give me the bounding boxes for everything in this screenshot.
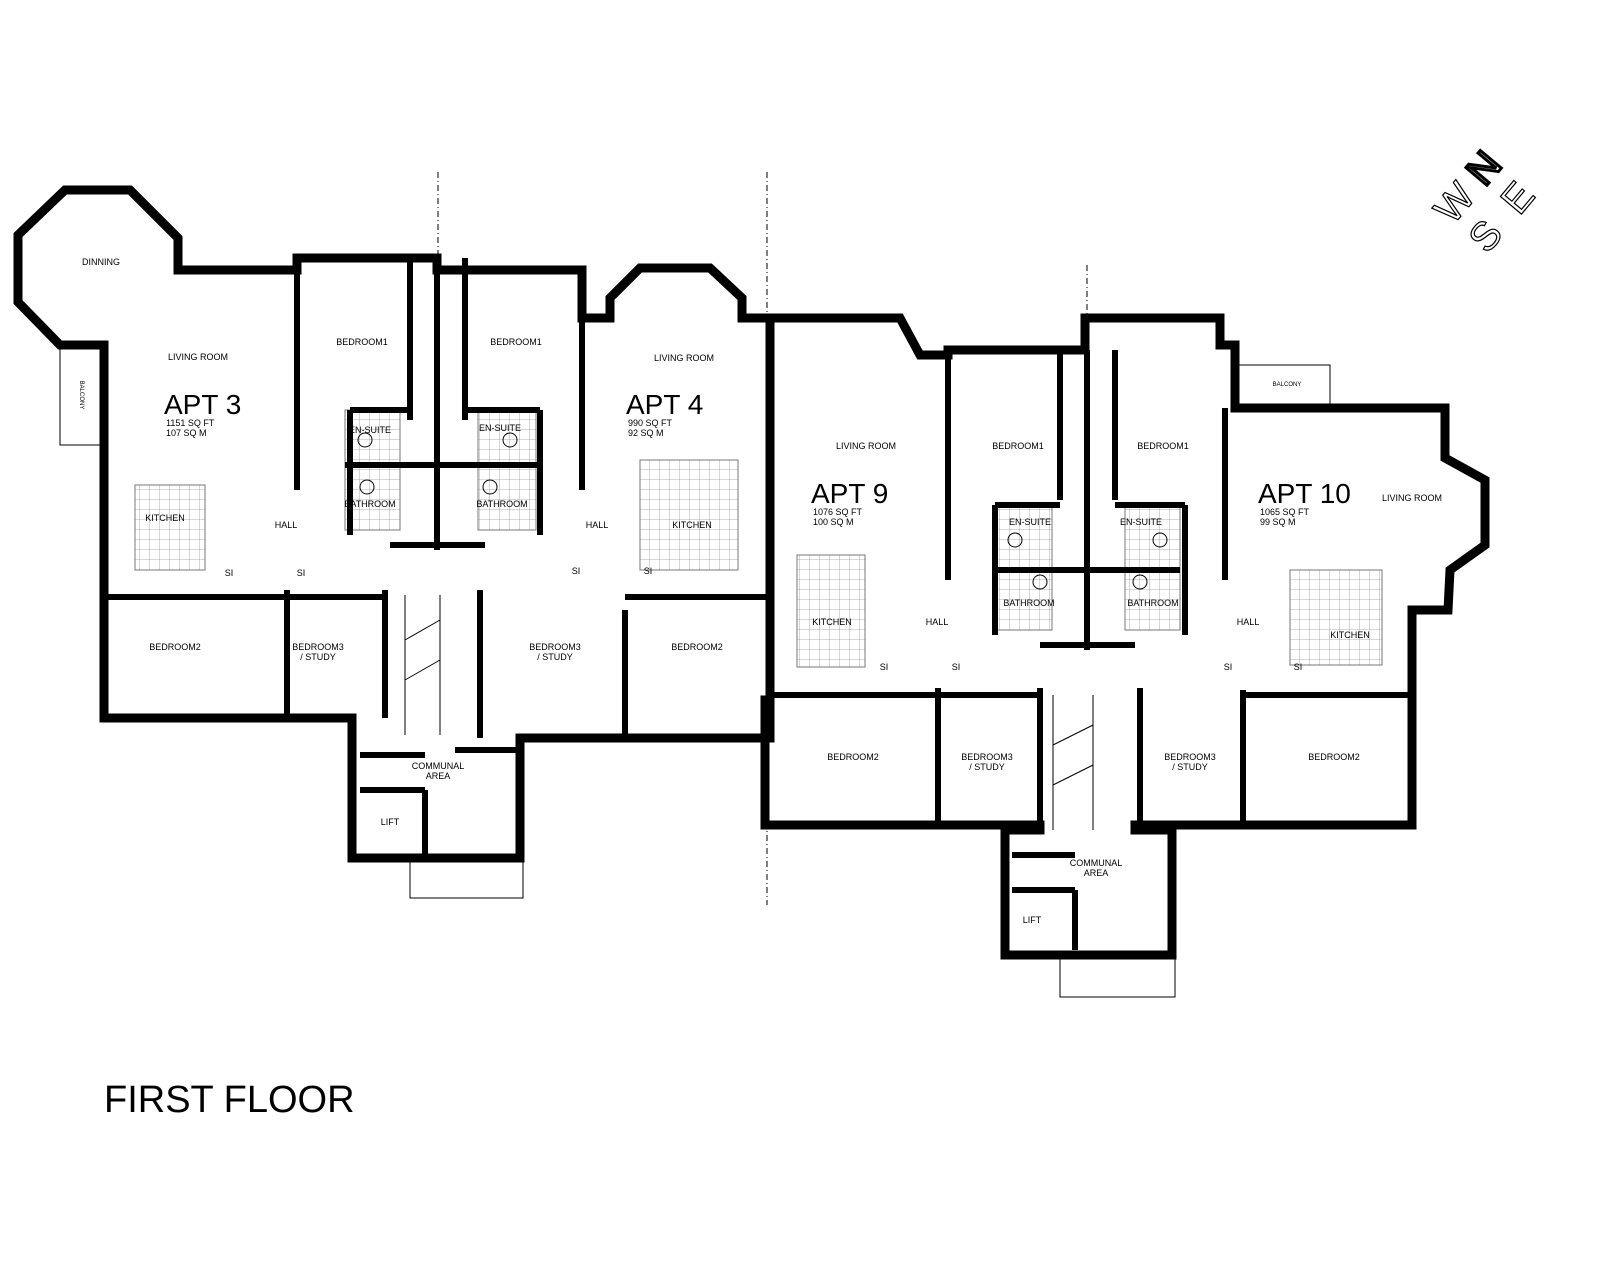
room-label: BEDROOM3 — [961, 752, 1013, 762]
room-label: KITCHEN — [672, 520, 712, 530]
apartment-sqft: 1065 SQ FT — [1260, 507, 1310, 517]
ensuite-floor — [344, 409, 401, 531]
room-label: AREA — [1084, 868, 1109, 878]
room-label: BEDROOM1 — [992, 441, 1044, 451]
room-label: HALL — [1237, 617, 1260, 627]
room-label: BEDROOM3 — [292, 642, 344, 652]
room-label: COMMUNAL — [1070, 858, 1123, 868]
apartment-apt-4: APT 4 990 SQ FT 92 SQ M — [626, 389, 703, 438]
room-label: KITCHEN — [145, 513, 185, 523]
room-label: / STUDY — [969, 762, 1005, 772]
entrance-step — [1059, 954, 1176, 998]
kitchen-floor — [796, 554, 866, 668]
room-label: SI — [572, 566, 581, 576]
room-label: BEDROOM3 — [529, 642, 581, 652]
room-label: LIVING ROOM — [168, 352, 228, 362]
apartment-name: APT 10 — [1258, 478, 1351, 509]
building-west — [13, 185, 775, 899]
floor-title: FIRST FLOOR — [104, 1079, 355, 1121]
apartment-name: APT 9 — [811, 478, 888, 509]
room-label: / STUDY — [300, 652, 336, 662]
room-label: / STUDY — [537, 652, 573, 662]
room-label: BATHROOM — [1003, 598, 1054, 608]
room-label: KITCHEN — [1330, 630, 1370, 640]
room-label: LIVING ROOM — [1382, 493, 1442, 503]
room-label: SI — [1294, 662, 1303, 672]
room-label: LIVING ROOM — [654, 353, 714, 363]
room-label: AREA — [426, 771, 451, 781]
ensuite-floor — [477, 409, 537, 531]
room-label: BEDROOM2 — [827, 752, 879, 762]
room-label: COMMUNAL — [412, 761, 465, 771]
apartment-sqm: 107 SQ M — [166, 428, 207, 438]
room-label: SI — [880, 662, 889, 672]
room-label: HALL — [926, 617, 949, 627]
room-label: BEDROOM1 — [490, 337, 542, 347]
apartment-sqft: 1076 SQ FT — [813, 507, 863, 517]
balcony — [59, 344, 101, 446]
room-label: DINNING — [82, 257, 120, 267]
compass-rose: N W S E — [1425, 142, 1544, 262]
room-label: EN-SUITE — [1009, 517, 1051, 527]
kitchen-floor — [639, 459, 739, 571]
apartment-sqm: 99 SQ M — [1260, 517, 1296, 527]
kitchen-floor — [134, 484, 206, 571]
room-label: BEDROOM2 — [149, 642, 201, 652]
room-label: EN-SUITE — [1120, 517, 1162, 527]
room-label: HALL — [586, 520, 609, 530]
apartment-sqft: 1151 SQ FT — [166, 418, 215, 428]
room-label: BATHROOM — [344, 499, 395, 509]
room-label: BATHROOM — [1127, 598, 1178, 608]
room-label: EN-SUITE — [479, 423, 521, 433]
room-label: SI — [1224, 662, 1233, 672]
kitchen-floor — [1289, 569, 1383, 666]
room-label: BEDROOM1 — [336, 337, 388, 347]
room-label: LIFT — [381, 817, 400, 827]
room-label: EN-SUITE — [349, 425, 391, 435]
room-label: SI — [952, 662, 961, 672]
room-label: BATHROOM — [476, 499, 527, 509]
room-label: BEDROOM1 — [1137, 441, 1189, 451]
apartment-sqm: 100 SQ M — [813, 517, 854, 527]
exterior-wall — [13, 185, 775, 863]
room-label: HALL — [275, 520, 298, 530]
apartment-sqm: 92 SQ M — [628, 428, 664, 438]
room-label: BEDROOM2 — [671, 642, 723, 652]
apartment-name: APT 4 — [626, 389, 703, 420]
room-label: / STUDY — [1172, 762, 1208, 772]
room-label: LIFT — [1023, 915, 1042, 925]
room-labels: DINNING LIVING ROOM KITCHEN HALL SI SI B… — [78, 257, 1442, 925]
apartment-apt-9: APT 9 1076 SQ FT 100 SQ M — [811, 478, 888, 527]
balcony — [1237, 364, 1331, 406]
room-label: LIVING ROOM — [836, 441, 896, 451]
entrance-step — [409, 857, 524, 899]
room-label: BALCONY — [78, 381, 84, 410]
room-label: SI — [644, 566, 653, 576]
room-label: SI — [297, 568, 306, 578]
apartment-apt-3: APT 3 1151 SQ FT 107 SQ M — [164, 389, 241, 438]
apartment-sqft: 990 SQ FT — [628, 418, 673, 428]
apartment-apt-10: APT 10 1065 SQ FT 99 SQ M — [1258, 478, 1351, 527]
room-label: BALCONY — [1273, 382, 1302, 388]
building-east — [760, 313, 1490, 998]
room-label: BEDROOM2 — [1308, 752, 1360, 762]
room-label: SI — [225, 568, 234, 578]
room-label: KITCHEN — [812, 617, 852, 627]
room-label: BEDROOM3 — [1164, 752, 1216, 762]
apartment-name: APT 3 — [164, 389, 241, 420]
